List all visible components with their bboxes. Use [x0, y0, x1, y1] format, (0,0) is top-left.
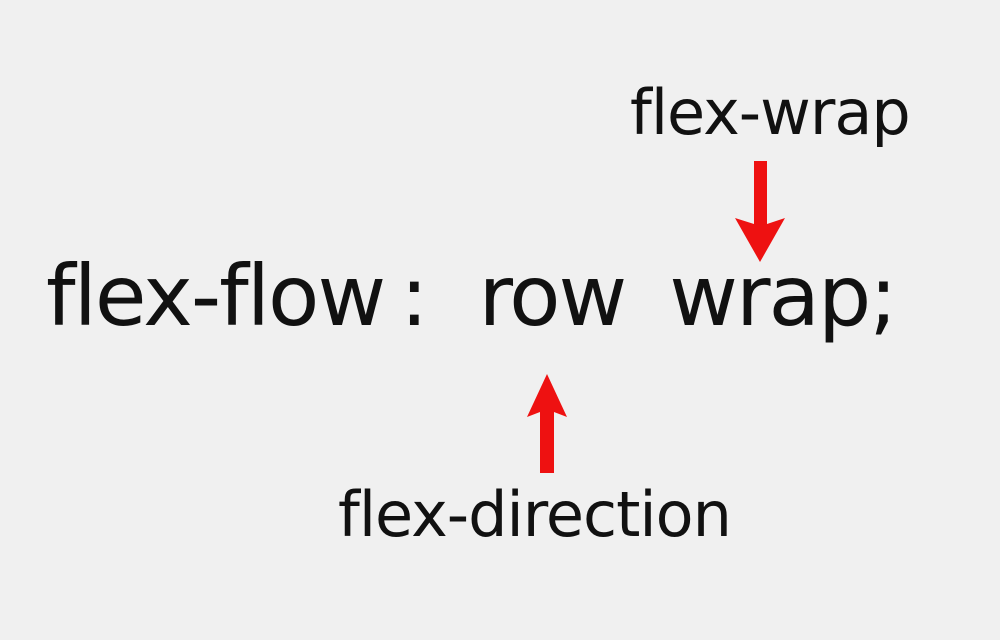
- property-name: flex-flow: [46, 247, 386, 345]
- wrap-value: wrap;: [669, 247, 897, 345]
- flex-direction-label: flex-direction: [338, 478, 732, 551]
- colon-separator: :: [400, 247, 428, 345]
- code-line: flex-flow : row wrap;: [46, 247, 898, 345]
- arrow-up-icon: [527, 374, 567, 473]
- flex-wrap-label: flex-wrap: [630, 76, 911, 149]
- direction-value: row: [478, 247, 627, 345]
